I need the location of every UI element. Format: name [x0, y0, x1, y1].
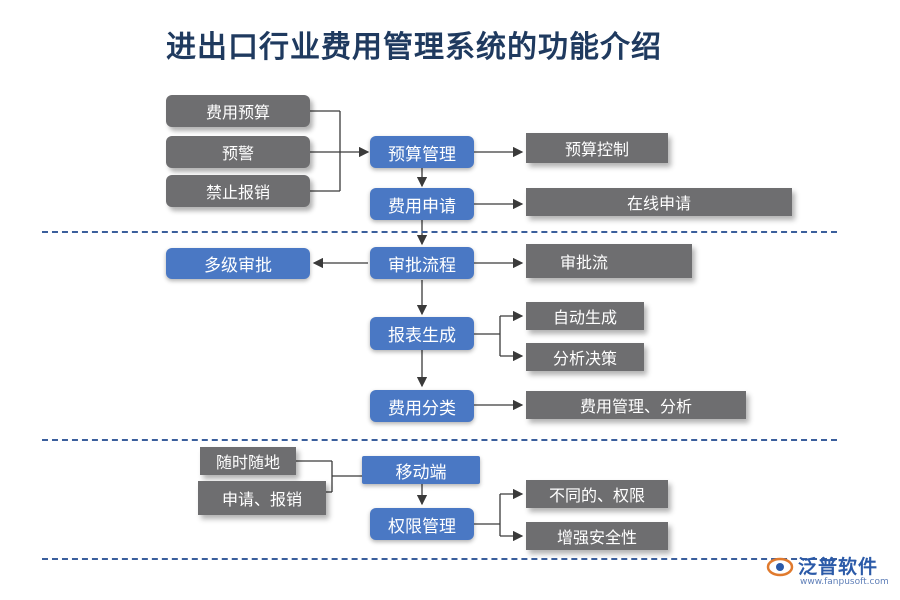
- input-expense-budget: 费用预算: [166, 95, 310, 127]
- brand-mark-icon: [766, 557, 794, 576]
- node-multi-level-approval: 多级审批: [166, 248, 310, 279]
- node-expense-application: 费用申请: [370, 188, 474, 220]
- node-apply-reimburse: 申请、报销: [198, 481, 326, 515]
- node-approval-process: 审批流程: [370, 247, 474, 279]
- input-warning: 预警: [166, 136, 310, 168]
- node-auto-generate: 自动生成: [526, 302, 644, 330]
- section-divider-3: [42, 558, 837, 560]
- node-approval-flow: 审批流: [526, 244, 692, 278]
- page-title: 进出口行业费用管理系统的功能介绍: [166, 30, 662, 65]
- node-budget-control: 预算控制: [526, 133, 668, 163]
- node-permission-management: 权限管理: [370, 508, 474, 540]
- node-expense-classification: 费用分类: [370, 390, 474, 422]
- node-online-application: 在线申请: [526, 188, 792, 216]
- brand-url: www.fanpusoft.com: [800, 577, 889, 587]
- node-mobile: 移动端: [362, 456, 480, 484]
- node-budget-management: 预算管理: [370, 136, 474, 168]
- node-report-generation: 报表生成: [370, 317, 474, 350]
- node-analysis-decision: 分析决策: [526, 343, 644, 371]
- node-different-permissions: 不同的、权限: [526, 480, 668, 508]
- brand-name: 泛普软件: [798, 556, 879, 578]
- node-expense-mgmt-analysis: 费用管理、分析: [526, 391, 746, 419]
- node-anytime-anywhere: 随时随地: [200, 447, 296, 475]
- node-enhance-security: 增强安全性: [526, 522, 668, 550]
- section-divider-2: [42, 439, 837, 441]
- brand-logo: 泛普软件: [766, 552, 878, 579]
- input-no-reimburse: 禁止报销: [166, 175, 310, 207]
- section-divider-1: [42, 231, 837, 233]
